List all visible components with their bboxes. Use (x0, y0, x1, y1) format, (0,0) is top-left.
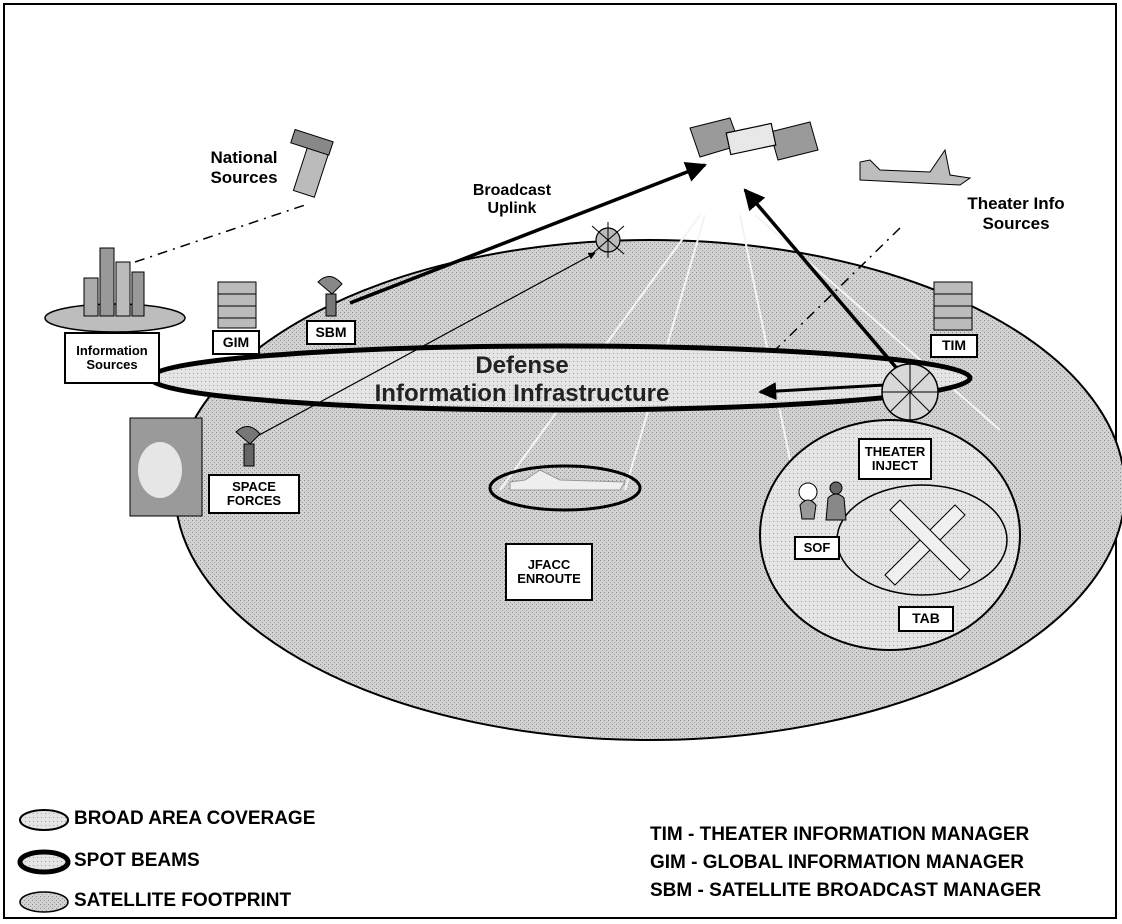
info-sources-platform (44, 303, 186, 333)
abbr-sbm: SBM - SATELLITE BROADCAST MANAGER (650, 880, 1042, 901)
legend-footprint-swatch (19, 891, 69, 913)
theater-inject-uplink-arrow (743, 188, 907, 380)
legend-footprint-label: SATELLITE FOOTPRINT (74, 890, 292, 911)
small-satellite-icon (591, 222, 625, 258)
sof-box: SOF (794, 536, 840, 560)
theater-sources-dashed (769, 227, 901, 356)
national-satellite-icon (290, 128, 334, 198)
sof-figures-icon (798, 481, 847, 521)
gim-box: GIM (212, 330, 260, 355)
gim-building-icon (217, 281, 257, 329)
space-forces-link (249, 252, 596, 441)
abbr-tim: TIM - THEATER INFORMATION MANAGER (650, 824, 1030, 845)
info-sources-buildings-icon (83, 247, 145, 317)
theater-inject-dish-icon (881, 363, 939, 421)
weather-cloud (138, 442, 182, 498)
tab-runway-icon (884, 499, 971, 586)
space-forces-dish-icon (235, 426, 261, 467)
tim-building-icon (933, 281, 973, 331)
legend-coverage-label: BROAD AREA COVERAGE (74, 808, 316, 829)
abbr-gim: GIM - GLOBAL INFORMATION MANAGER (650, 852, 1024, 873)
sbm-dish-icon (317, 276, 343, 317)
jfacc-aircraft-icon (509, 469, 626, 491)
legend-spot-swatch (17, 849, 71, 875)
tab-box: TAB (898, 606, 954, 632)
tim-box: TIM (930, 334, 978, 358)
national-sources-dashed (134, 204, 306, 263)
jfacc-beam (488, 464, 642, 512)
legend-row-footprint: SATELLITE FOOTPRINT (74, 890, 291, 912)
legend-row-spot: SPOT BEAMS (74, 850, 200, 872)
legend-spot-label: SPOT BEAMS (74, 850, 200, 871)
sbm-box: SBM (306, 320, 356, 345)
legend-coverage-swatch (19, 809, 69, 831)
satellite-icon (689, 117, 819, 161)
theater-inject-dii-arrow (758, 382, 886, 401)
legend-row-coverage: BROAD AREA COVERAGE (74, 808, 315, 830)
aircraft-icon (859, 148, 972, 186)
broadcast-uplink-arrow (349, 162, 707, 305)
